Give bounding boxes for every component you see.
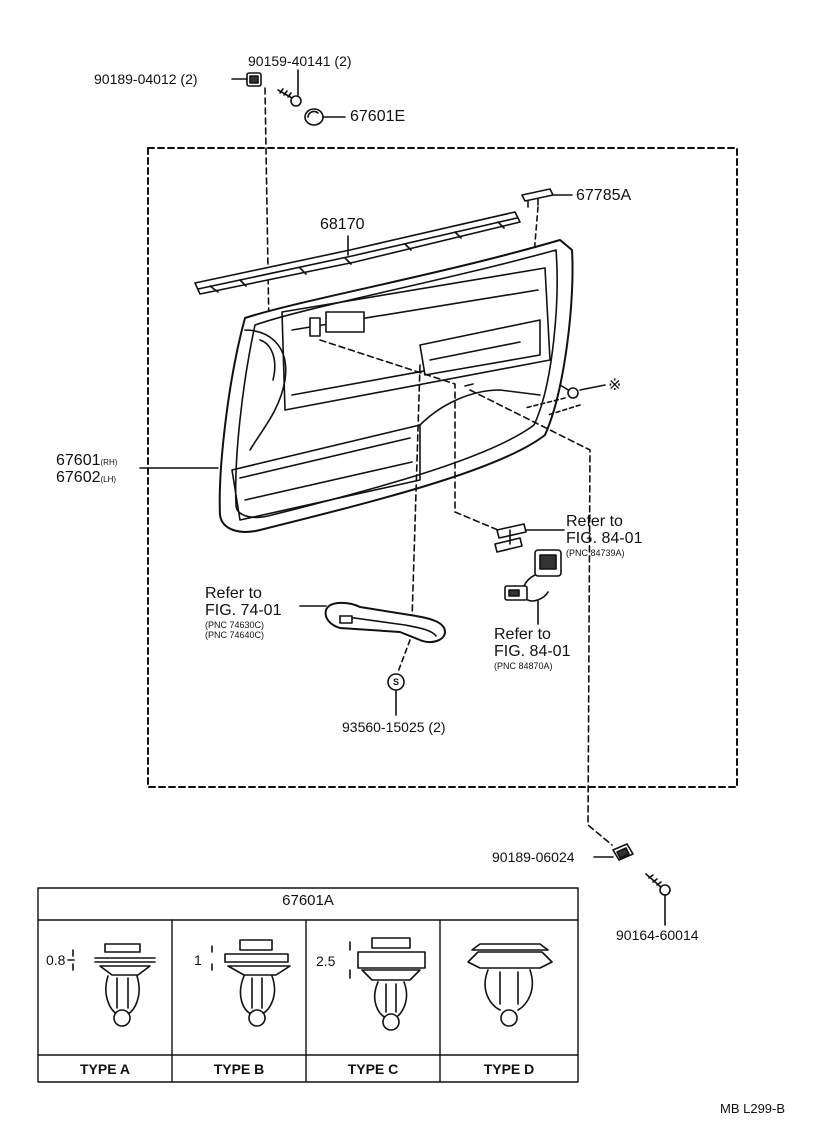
- switch-bracket: [494, 523, 527, 553]
- ref-84739A-pnc: (PNC 84739A): [566, 548, 625, 558]
- label-93560-15025: 93560-15025 (2): [342, 719, 446, 735]
- pull-handle: [324, 601, 446, 643]
- type-c-label: TYPE C: [347, 1061, 399, 1077]
- clip-type-c: [349, 937, 426, 1031]
- clip-90189-06024: [612, 843, 634, 861]
- clip-90189-04012: [246, 72, 262, 87]
- label-lh: (LH): [100, 475, 117, 484]
- label-67601: 67601(RH): [56, 452, 118, 469]
- ref-84870A-line2: FIG. 84-01: [494, 643, 571, 660]
- label-90189-06024: 90189-06024: [492, 849, 575, 865]
- label-67785A: 67785A: [576, 187, 632, 204]
- clip-type-d: [467, 943, 553, 1027]
- screw-90164-60014: [645, 873, 671, 896]
- window-switch: [504, 549, 562, 602]
- type-d-label: TYPE D: [483, 1061, 535, 1077]
- label-67601E: 67601E: [350, 108, 406, 125]
- screw-90159-40141: [277, 88, 302, 107]
- ref-74-01-pnc1: (PNC 74630C): [205, 620, 265, 630]
- dim-type-a: 0.8: [46, 952, 66, 968]
- label-90164-60014: 90164-60014: [616, 927, 699, 943]
- type-a-label: TYPE A: [79, 1061, 131, 1077]
- ref-84870A-line1: Refer to: [494, 626, 551, 643]
- figure-code: MB L299-B: [720, 1101, 786, 1116]
- clip-67785A: [521, 188, 554, 208]
- dim-type-c: 2.5: [316, 953, 336, 969]
- label-68170: 68170: [320, 216, 365, 233]
- ref-74-01-line1: Refer to: [205, 585, 262, 602]
- label-90159-40141: 90159-40141 (2): [248, 53, 352, 69]
- ref-74-01-pnc2: (PNC 74640C): [205, 630, 265, 640]
- clip-type-table: [37, 887, 579, 1083]
- label-67602: 67602(LH): [56, 469, 117, 486]
- clip-table-title: 67601A: [282, 892, 334, 909]
- ref-84870A-pnc: (PNC 84870A): [494, 661, 553, 671]
- screw-marker-letter: S: [393, 677, 400, 687]
- label-90189-04012: 90189-04012 (2): [94, 71, 198, 87]
- screw-marker-s: [387, 673, 405, 691]
- clip-type-a: [67, 943, 156, 1027]
- cap-67601E: [304, 108, 324, 126]
- star-mark: ※: [608, 377, 622, 394]
- dim-type-b: 1: [194, 952, 202, 968]
- ref-84739A-line1: Refer to: [566, 513, 623, 530]
- type-b-label: TYPE B: [213, 1061, 265, 1077]
- clip-type-b: [211, 939, 291, 1027]
- ref-84739A-line2: FIG. 84-01: [566, 530, 643, 547]
- door-trim-panel-67601: [218, 239, 574, 533]
- screw-star: [559, 384, 579, 399]
- label-rh: (RH): [100, 458, 118, 467]
- moulding-68170: [194, 211, 521, 295]
- ref-74-01-line2: FIG. 74-01: [205, 602, 282, 619]
